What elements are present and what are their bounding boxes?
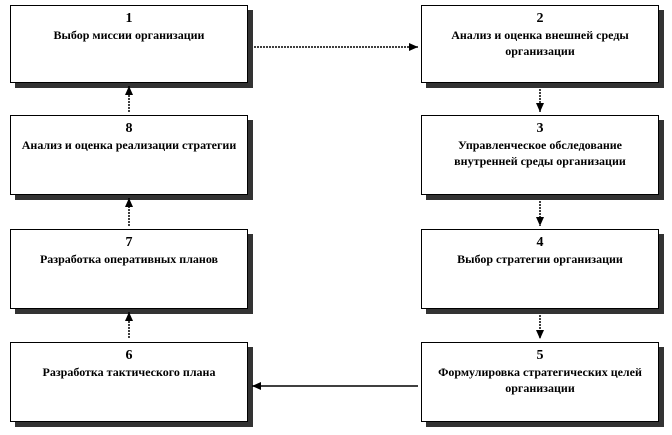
step-3-box: 3 Управленческое обследование внутренней… [421,115,659,195]
step-8-box: 8 Анализ и оценка реализации стратегии [10,115,248,195]
step-5-label: Формулировка стратегических целей органи… [438,365,642,395]
step-2-box: 2 Анализ и оценка внешней среды организа… [421,5,659,83]
step-8-label: Анализ и оценка реализации стратегии [21,138,237,152]
step-4-box: 4 Выбор стратегии организации [421,229,659,309]
step-7-label: Разработка оперативных планов [39,252,219,266]
step-7-box: 7 Разработка оперативных планов [10,229,248,309]
step-2-label: Анализ и оценка внешней среды организаци… [451,28,629,58]
step-7-number: 7 [125,235,133,250]
step-6-box: 6 Разработка тактического плана [10,342,248,422]
step-4-number: 4 [536,235,544,250]
step-8-number: 8 [125,121,133,136]
step-3-number: 3 [536,121,544,136]
step-1-label: Выбор миссии организации [53,28,205,42]
step-5-number: 5 [536,348,544,363]
step-5-box: 5 Формулировка стратегических целей орга… [421,342,659,422]
step-1-number: 1 [125,11,133,26]
step-6-number: 6 [125,348,133,363]
step-2-number: 2 [536,11,544,26]
step-3-label: Управленческое обследование внутренней с… [454,138,626,168]
step-6-label: Разработка тактического плана [42,365,216,379]
step-4-label: Выбор стратегии организации [457,252,623,266]
step-1-box: 1 Выбор миссии организации [10,5,248,83]
